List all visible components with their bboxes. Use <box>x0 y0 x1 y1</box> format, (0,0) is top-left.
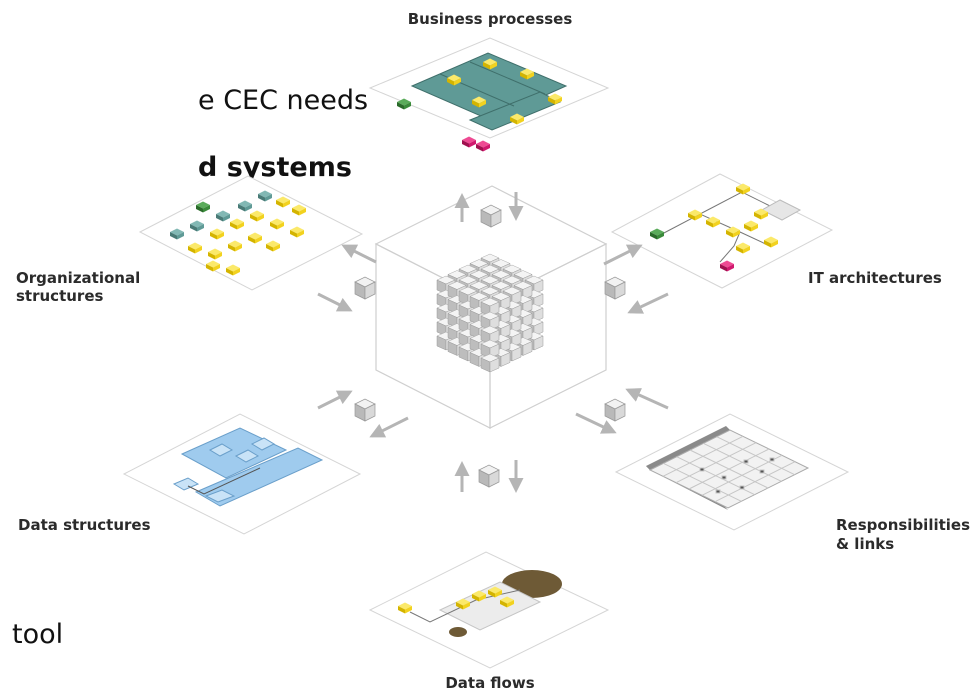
small-cube-icon <box>354 398 376 422</box>
label-organizational-structures-line1: Organizational <box>16 269 140 287</box>
label-data-structures: Data structures <box>18 516 151 534</box>
label-responsibilities-line1: Responsibilities <box>836 516 970 534</box>
small-cube-icon <box>604 398 626 422</box>
label-it-architectures: IT architectures <box>808 269 942 287</box>
label-organizational-structures-2: structures <box>16 287 103 305</box>
data-flows-panel <box>368 551 610 669</box>
slide-text-line-1: e CEC needs <box>198 85 369 116</box>
slide-text-line-3: tool <box>12 619 64 650</box>
grid-mark <box>769 457 775 462</box>
business-processes-panel <box>368 37 610 152</box>
label-organizational-structures: Organizational <box>16 269 140 287</box>
data-structures-panel <box>122 413 362 535</box>
responsibilities-links-panel <box>614 413 850 531</box>
small-cube-icon <box>354 276 376 300</box>
it-architectures-panel <box>610 173 834 289</box>
arrow-in-icon <box>317 192 669 493</box>
small-cube-icon <box>478 464 500 488</box>
small-cube-icon <box>604 276 626 300</box>
grid-mark <box>721 475 727 480</box>
responsibility-grid <box>662 435 796 503</box>
cubelet <box>480 353 500 373</box>
label-responsibilities-line2: & links <box>836 535 894 553</box>
slide-text-line-2: d systems <box>198 152 352 183</box>
label-business-processes: Business processes <box>408 10 573 28</box>
cube-matrix-icon <box>436 253 544 373</box>
grid-mark <box>739 485 745 490</box>
grid-mark <box>743 459 749 464</box>
organizational-structures-panel <box>138 175 364 291</box>
grid-mark <box>715 489 721 494</box>
label-data-flows: Data flows <box>445 674 534 692</box>
grid-mark <box>759 469 765 474</box>
small-cube-icon <box>480 204 502 228</box>
grid-mark <box>699 467 705 472</box>
grid-line <box>714 461 796 503</box>
